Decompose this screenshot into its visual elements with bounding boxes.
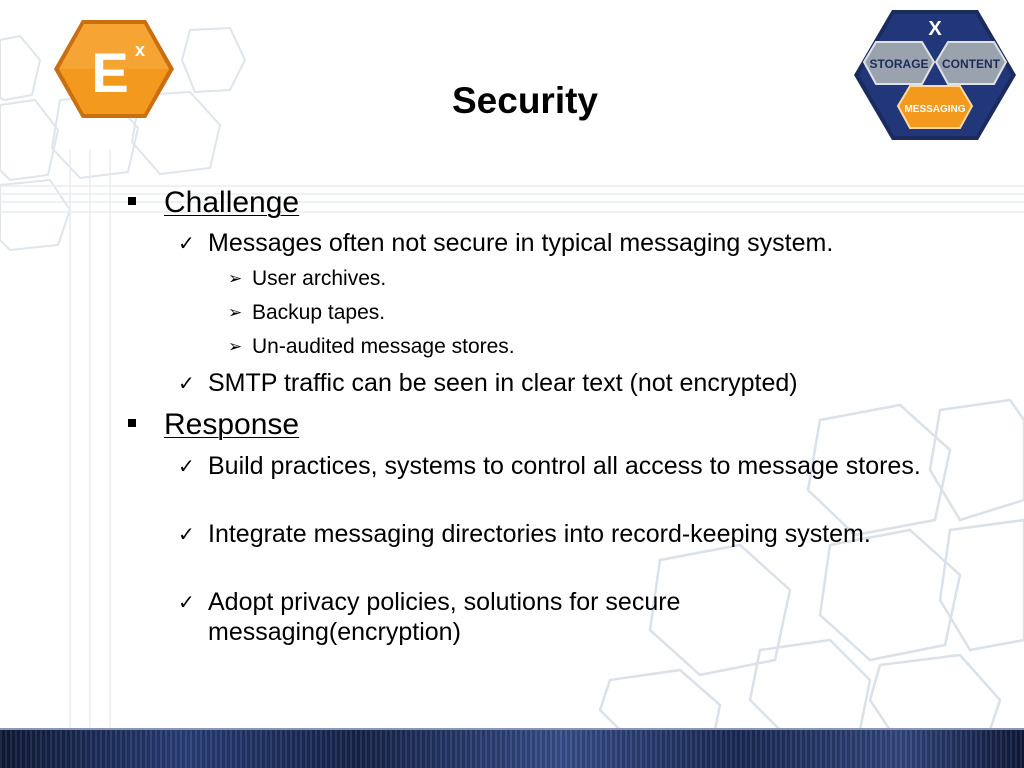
square-bullet-icon [128, 197, 136, 205]
ex-logo: E x [54, 20, 174, 118]
point-text: Adopt privacy policies, solutions for se… [208, 588, 681, 646]
checkmark-icon: ✓ [178, 522, 195, 546]
arrow-bullet-icon: ➢ [228, 303, 243, 323]
storage-content-messaging-logo: X Storage Content Messaging [854, 10, 1016, 140]
section-heading: Challenge [164, 186, 300, 219]
subpoint-text: Backup tapes. [252, 301, 386, 324]
point-text: SMTP traffic can be seen in clear text (… [208, 369, 798, 397]
point-text: Integrate messaging directories into rec… [208, 520, 871, 548]
checkmark-icon: ✓ [178, 231, 195, 255]
logo-superscript: x [135, 40, 145, 60]
arrow-bullet-icon: ➢ [228, 337, 243, 357]
logo-storage-label: Storage [869, 57, 928, 71]
checkmark-icon: ✓ [178, 371, 195, 395]
slide-content: Challenge ✓ Messages often not secure in… [128, 186, 921, 646]
arrow-bullet-icon: ➢ [228, 269, 243, 289]
point-text: Messages often not secure in typical mes… [208, 229, 834, 257]
hexagon-background-art [0, 26, 1024, 730]
point-text: Build practices, systems to control all … [208, 452, 921, 480]
footer-band [0, 730, 1024, 768]
square-bullet-icon [128, 419, 136, 427]
footer-divider [0, 728, 1024, 730]
logo-content-label: Content [942, 57, 1001, 71]
slide-title: Security [451, 80, 598, 121]
logo-x-mark: X [928, 18, 942, 40]
section-heading: Response [164, 408, 300, 441]
checkmark-icon: ✓ [178, 590, 195, 614]
logo-letter: E [91, 41, 128, 104]
subpoint-text: Un-audited message stores. [252, 335, 515, 358]
logo-messaging-label: Messaging [904, 104, 965, 115]
checkmark-icon: ✓ [178, 454, 195, 478]
subpoint-text: User archives. [252, 267, 387, 290]
